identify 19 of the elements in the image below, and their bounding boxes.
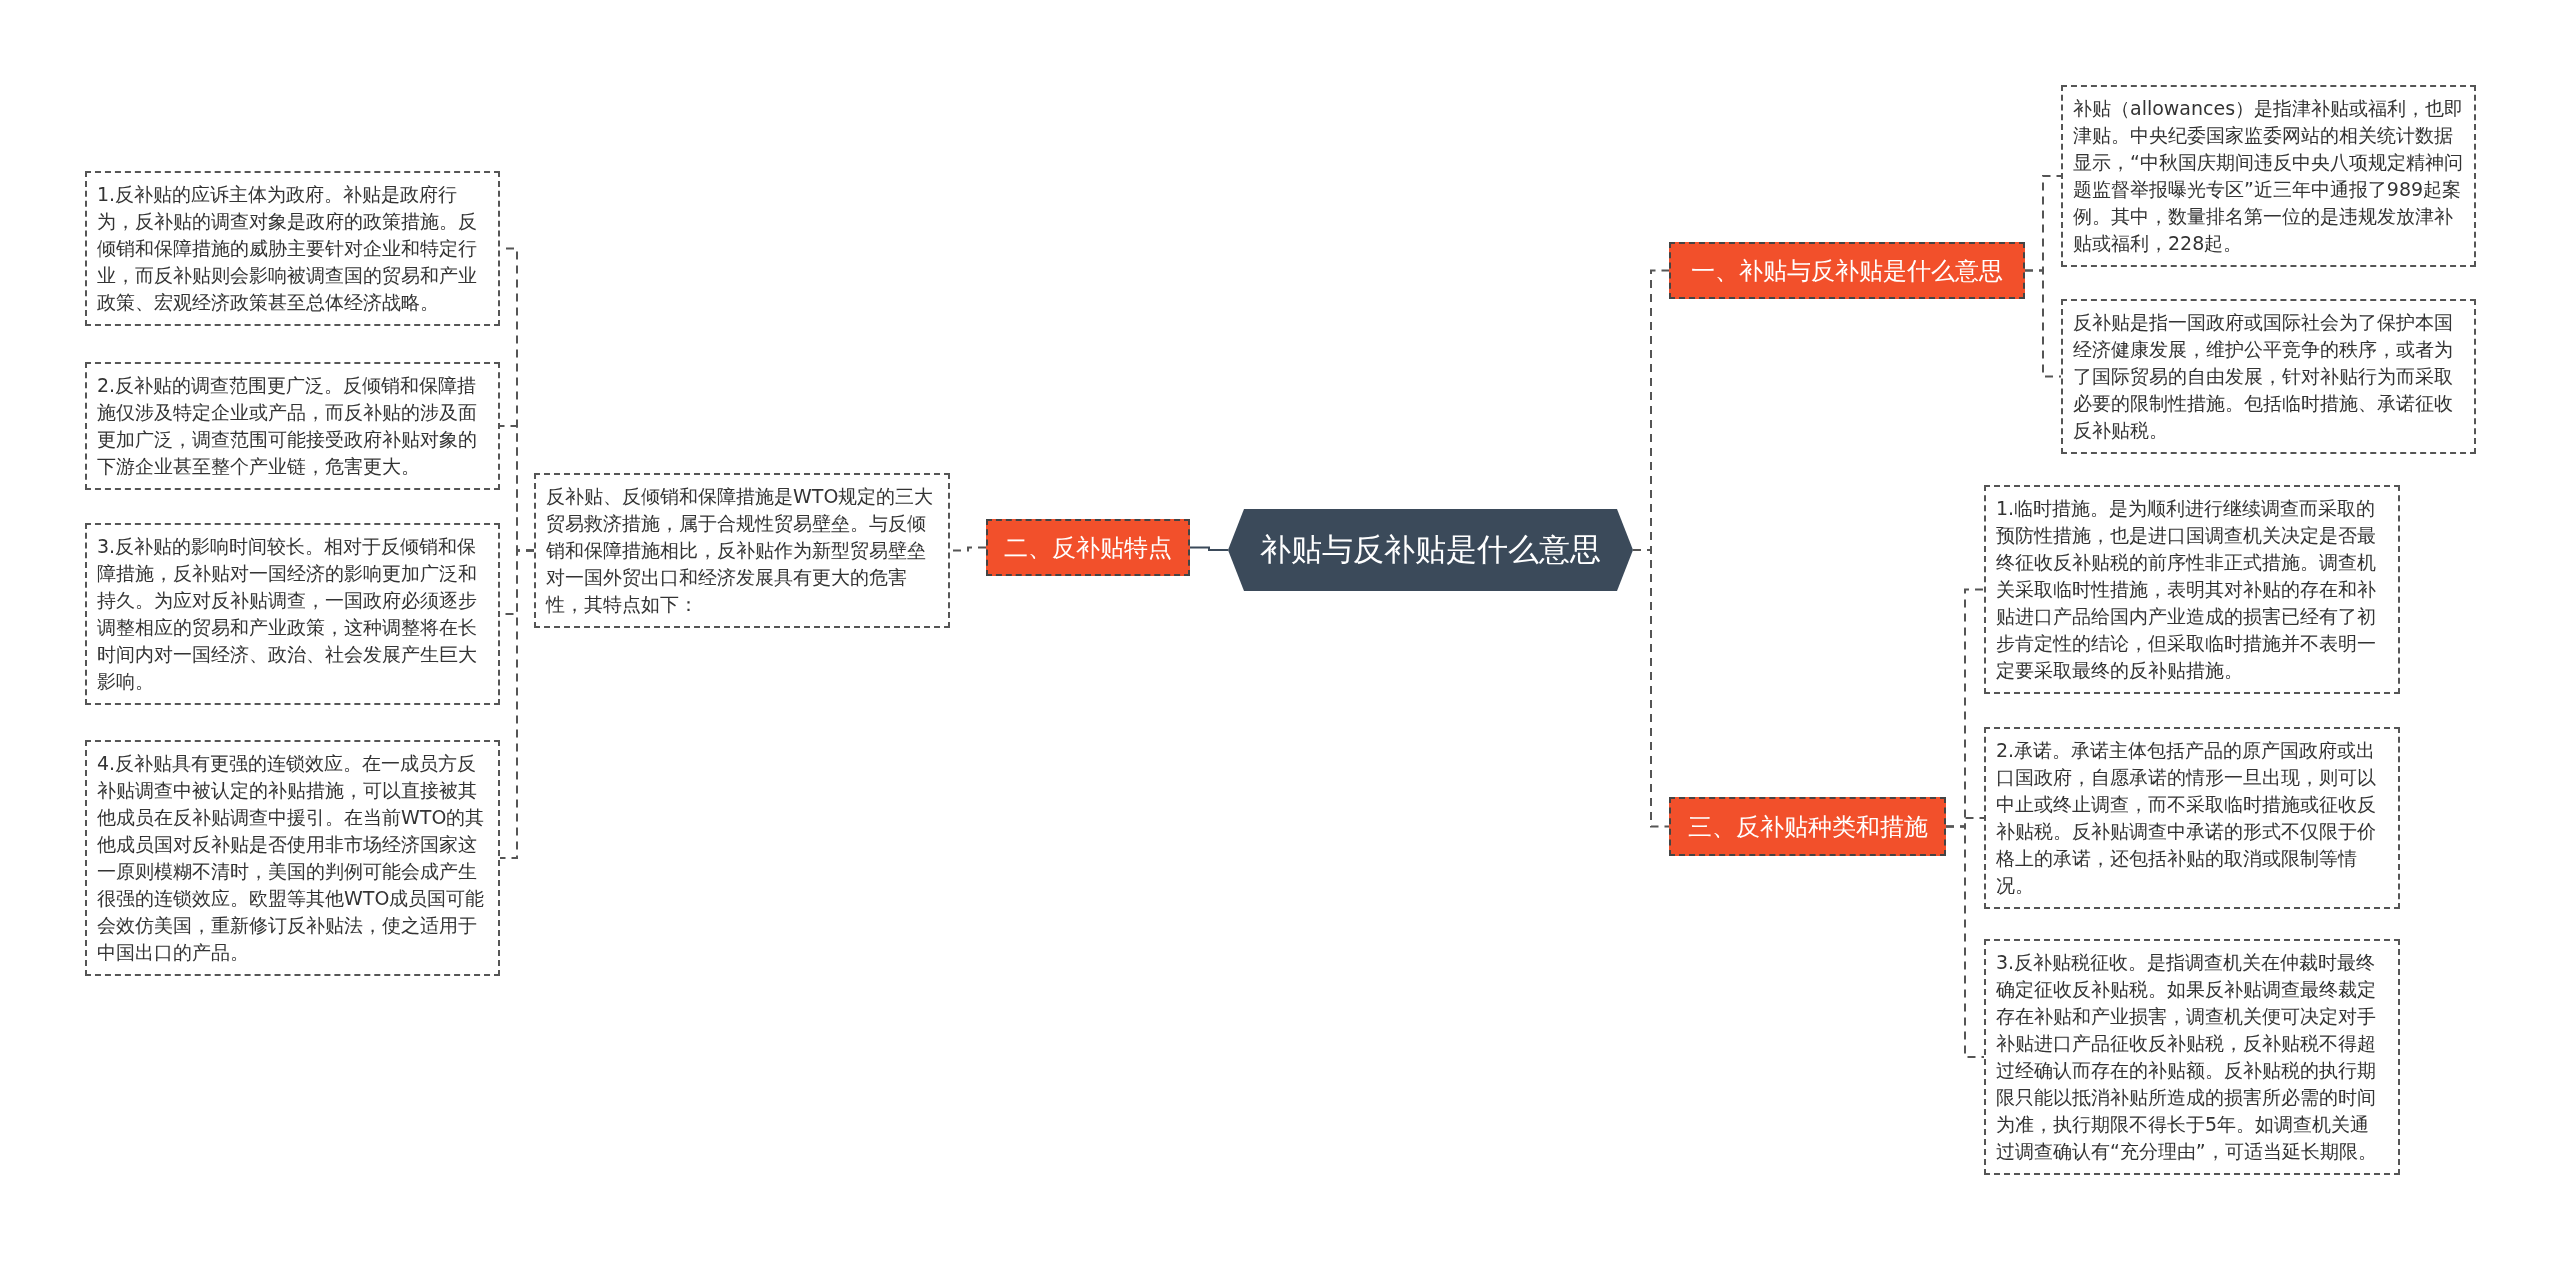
connector-line [1632,549,1670,828]
branch-topic: 三、反补贴种类和措施 [1669,797,1946,856]
connector-line [1945,825,1985,1058]
note-box: 1.临时措施。是为顺利进行继续调查而采取的预防性措施，也是进口国调查机关决定是否最终征收反补贴税的前序性非正式措施。调查机关采取临时性措施，表明其对补贴的存在和补贴进口产品给国内产业造成的损害已经有了初步肯定性的结论，但采取临时措施并不表明一定要采取最终的反补贴措施。 [1984,485,2400,694]
connector-line [1189,546,1229,551]
note-box: 2.承诺。承诺主体包括产品的原产国政府或出口国政府，自愿承诺的情形一旦出现，则可以中止或终止调查，而不采取临时措施或征收反补贴税。反补贴调查中承诺的形式不仅限于价格上的承诺，还包括补贴的取消或限制等情况。 [1984,727,2400,909]
central-topic: 补贴与反补贴是什么意思 [1228,509,1633,591]
note-box: 3.反补贴税征收。是指调查机关在仲裁时最终确定征收反补贴税。如果反补贴调查最终裁定存在补贴和产业损害，调查机关便可决定对手补贴进口产品征收反补贴税，反补贴税不得超过经确认而存在的补贴额。反补贴税的执行期限只能以抵消补贴所造成的损害所必需的时间为准，执行期限不得长于5年。如调查机关通过调查确认有“充分理由”，可适当延长期限。 [1984,939,2400,1175]
note-box: 补贴（allowances）是指津补贴或福利，也即津贴。中央纪委国家监委网站的相关统计数据显示，“中秋国庆期间违反中央八项规定精神问题监督举报曝光专区”近三年中通报了989起案例。其中，数量排名第一位的是违规发放津补贴或福利，228起。 [2061,85,2476,267]
note-box: 反补贴是指一国政府或国际社会为了保护本国经济健康发展，维护公平竞争的秩序，或者为了国际贸易的自由发展，针对补贴行为而采取必要的限制性措施。包括临时措施、承诺征收反补贴税。 [2061,299,2476,454]
branch-topic: 二、反补贴特点 [986,519,1190,576]
branch-topic: 一、补贴与反补贴是什么意思 [1669,242,2025,299]
note-box: 2.反补贴的调查范围更广泛。反倾销和保障措施仅涉及特定企业或产品，而反补贴的涉及面更加广泛，调查范围可能接受政府补贴对象的下游企业甚至整个产业链，危害更大。 [85,362,500,490]
connector-line [2024,269,2062,378]
connector-line [499,549,535,859]
note-box: 反补贴、反倾销和保障措施是WTO规定的三大贸易救济措施，属于合规性贸易壁垒。与反倾销和保障措施相比，反补贴作为新型贸易壁垒对一国外贸出口和经济发展具有更大的危害性，其特点如下： [534,473,950,628]
note-box: 3.反补贴的影响时间较长。相对于反倾销和保障措施，反补贴对一国经济的影响更加广泛和持久。为应对反补贴调查，一国政府必须逐步调整相应的贸易和产业政策，这种调整将在长时间内对一国经济、政治、社会发展产生巨大影响。 [85,523,500,705]
note-box: 4.反补贴具有更强的连锁效应。在一成员方反补贴调查中被认定的补贴措施，可以直接被其他成员在反补贴调查中援引。在当前WTO的其他成员国对反补贴是否使用非市场经济国家这一原则模糊不清时，美国的判例可能会成产生很强的连锁效应。欧盟等其他WTO成员国可能会效仿美国，重新修订反补贴法，使之适用于中国出口的产品。 [85,740,500,976]
note-box: 1.反补贴的应诉主体为政府。补贴是政府行为，反补贴的调查对象是政府的政策措施。反倾销和保障措施的威胁主要针对企业和特定行业，而反补贴则会影响被调查国的贸易和产业政策、宏观经济政策甚至总体经济战略。 [85,171,500,326]
